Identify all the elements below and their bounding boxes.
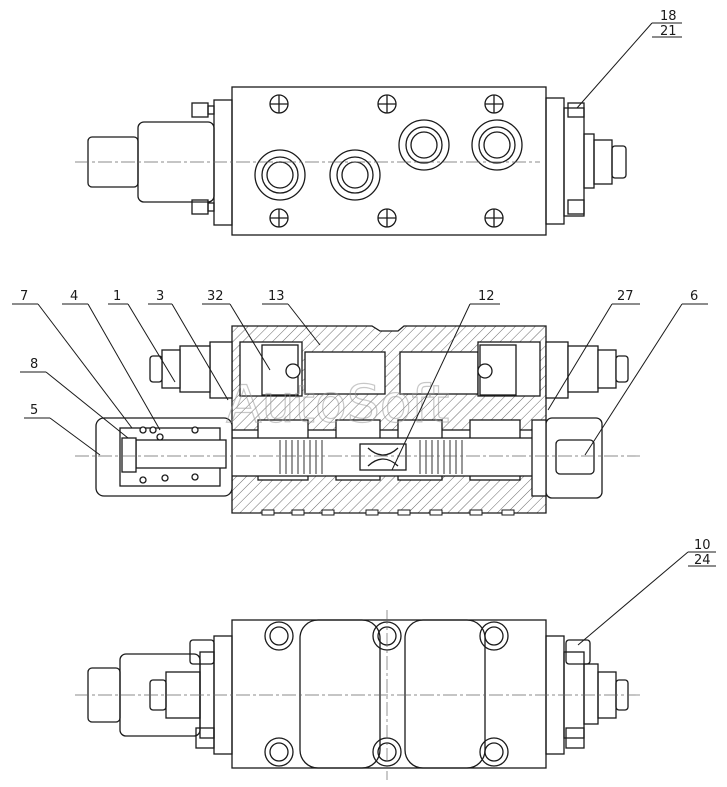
bolt-holes-top [269,94,504,228]
watermark: AutoSoft [226,375,449,435]
callout-24: 24 [694,553,711,568]
callout-21: 21 [660,24,677,39]
callout-10: 10 [694,538,711,553]
callout-1: 1 [113,289,121,304]
callout-8: 8 [30,357,38,372]
callout-18: 18 [660,9,677,24]
top-view [75,86,627,236]
bottom-ribs [261,509,515,516]
callout-7: 7 [20,289,28,304]
callout-3: 3 [156,289,164,304]
callout-27: 27 [617,289,634,304]
spool [225,437,557,477]
callout-5: 5 [30,403,38,418]
ports-top [254,119,523,201]
section-view [75,325,640,516]
callout-4: 4 [70,289,78,304]
bottom-view [75,610,640,780]
callout-6: 6 [690,289,698,304]
leader-lines [12,22,716,646]
right-end-cap [531,417,603,499]
left-spring-housing [95,417,233,497]
callout-13: 13 [268,289,285,304]
bolt-holes-bottom [264,621,509,767]
callout-12: 12 [478,289,495,304]
callouts: 18 21 7 4 1 3 32 13 12 27 6 8 5 10 24 [20,9,711,568]
callout-32: 32 [207,289,224,304]
